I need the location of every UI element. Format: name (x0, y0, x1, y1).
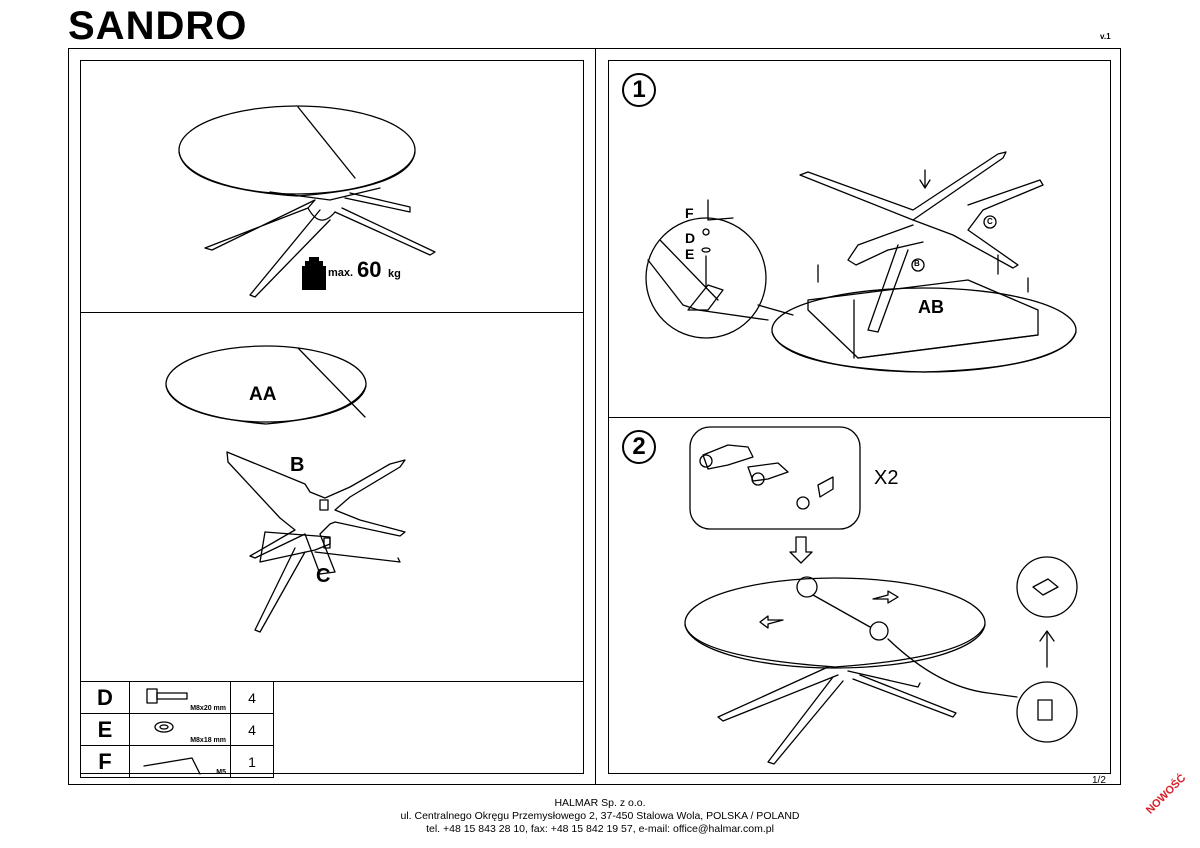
part-qty: 4 (230, 681, 274, 714)
assembled-table-illustration (178, 105, 436, 298)
part-qty: 1 (230, 745, 274, 778)
hardware-f-label: F (685, 205, 694, 221)
product-title: SANDRO (68, 4, 248, 48)
left-separator-2 (80, 681, 584, 682)
company-contact: tel. +48 15 843 28 10, fax: +48 15 842 1… (426, 823, 774, 835)
left-panel (80, 60, 584, 774)
part-letter: F (80, 745, 130, 778)
leg-label: C (316, 565, 331, 587)
page-frame (68, 48, 1121, 785)
washer-icon (154, 721, 174, 733)
part-spec: M8x20 mm (190, 705, 226, 712)
weight-icon (302, 257, 326, 290)
base-label: B (290, 454, 305, 476)
part-spec: M5 (216, 769, 226, 776)
hardware-d-label: D (685, 230, 696, 246)
part-letter: E (80, 713, 130, 746)
step-2-number: 2 (622, 430, 656, 464)
max-load-value: 60 (357, 257, 382, 282)
step-2-illustration (684, 426, 1078, 765)
bolt-icon (146, 688, 188, 704)
parts-row: E M8x18 mm 4 (80, 713, 274, 746)
step-1-illustration (645, 151, 1077, 373)
version-label: v.1 (1100, 32, 1111, 41)
quantity-multiplier: X2 (874, 467, 899, 489)
part-spec: M8x18 mm (190, 737, 226, 744)
company-address: ul. Centralnego Okręgu Przemysłowego 2, … (400, 810, 800, 822)
assembly-ab-label: AB (918, 297, 944, 317)
base-b-marker: B (914, 259, 920, 268)
parts-row: F M5 1 (80, 745, 274, 778)
parts-exploded-illustration (165, 345, 406, 633)
max-load-unit: kg (388, 268, 401, 280)
left-separator-1 (80, 312, 584, 313)
step-1-number: 1 (622, 73, 656, 107)
max-load-prefix: max. (328, 267, 354, 279)
leg-c-marker: C (987, 217, 993, 226)
right-separator (608, 417, 1111, 418)
center-divider (595, 48, 596, 785)
tabletop-label: AA (249, 384, 277, 405)
page-number: 1/2 (1092, 775, 1106, 786)
part-letter: D (80, 681, 130, 714)
parts-table: D M8x20 mm 4 E M8x18 mm 4 F M5 1 (80, 681, 274, 778)
company-footer: HALMAR Sp. z o.o. ul. Centralnego Okręgu… (0, 797, 1200, 836)
parts-row: D M8x20 mm 4 (80, 681, 274, 714)
company-name: HALMAR Sp. z o.o. (554, 797, 646, 809)
part-qty: 4 (230, 713, 274, 746)
hardware-e-label: E (685, 246, 695, 262)
hex-key-icon (143, 757, 201, 775)
